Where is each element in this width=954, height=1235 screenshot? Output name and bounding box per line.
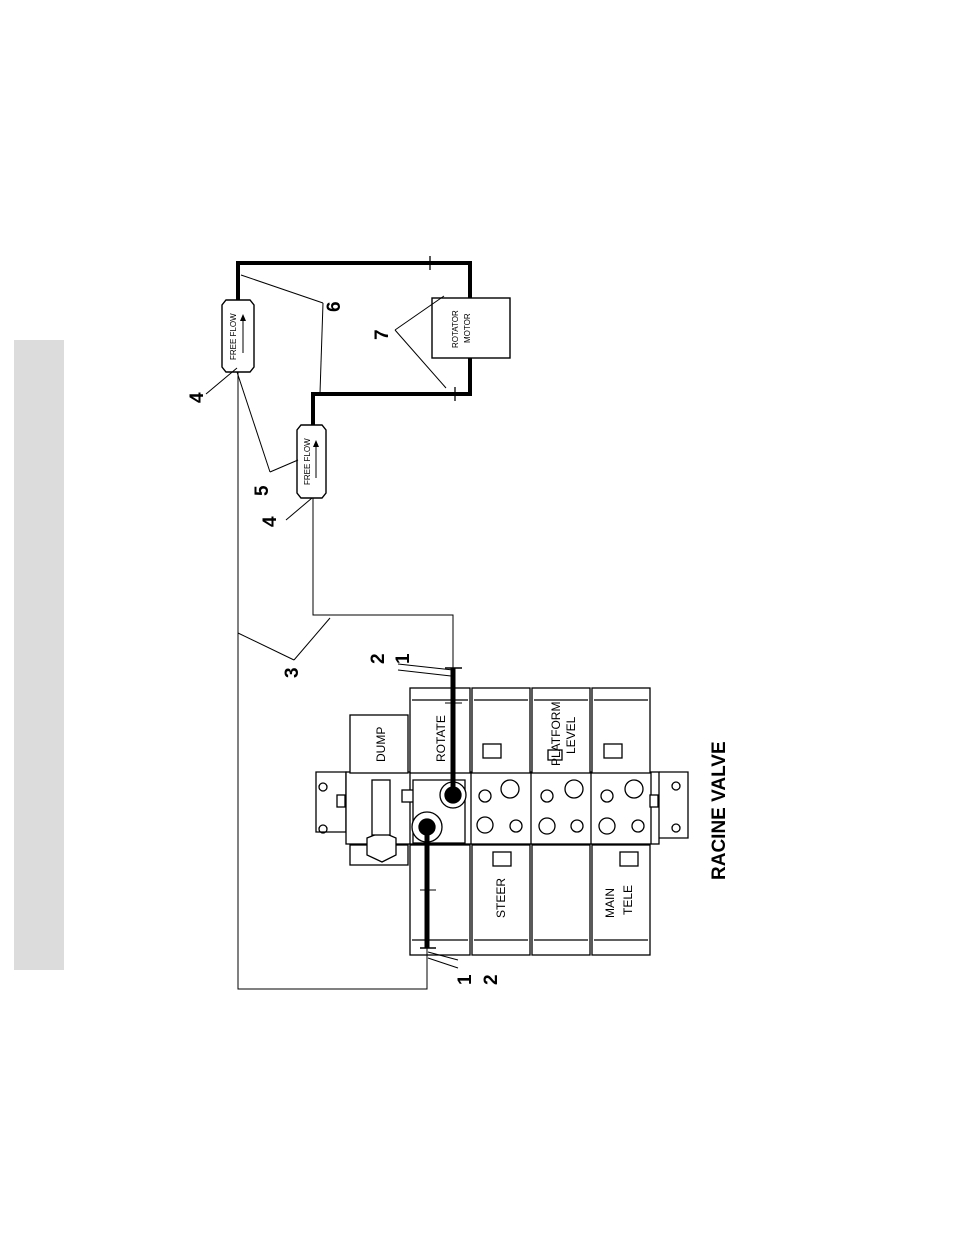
label-rotate: ROTATE	[434, 715, 448, 762]
label-steer: STEER	[494, 878, 508, 918]
label-main: MAIN	[603, 888, 617, 918]
callout-1-top: 1	[393, 653, 414, 664]
label-free-flow-lower: FREE FLOW	[303, 438, 312, 485]
callout-5: 5	[252, 485, 273, 496]
label-motor: MOTOR	[463, 313, 472, 343]
callout-4-upper: 4	[187, 392, 208, 403]
diagram-title: RACINE VALVE	[709, 741, 730, 880]
free-flow-valve-upper	[222, 300, 254, 372]
label-level: LEVEL	[564, 716, 578, 754]
callout-4-lower: 4	[260, 516, 281, 527]
callout-2-bottom: 2	[481, 974, 502, 985]
callout-6: 6	[324, 301, 345, 312]
callout-7: 7	[372, 329, 393, 340]
callout-2-top: 2	[368, 653, 389, 664]
callout-3: 3	[282, 667, 303, 678]
label-dump: DUMP	[374, 727, 388, 762]
callout-1-bottom: 1	[455, 974, 476, 985]
label-free-flow-upper: FREE FLOW	[229, 313, 238, 360]
label-tele: TELE	[621, 885, 635, 915]
label-platform: PLATFORM	[549, 702, 563, 766]
label-rotator: ROTATOR	[451, 310, 460, 348]
